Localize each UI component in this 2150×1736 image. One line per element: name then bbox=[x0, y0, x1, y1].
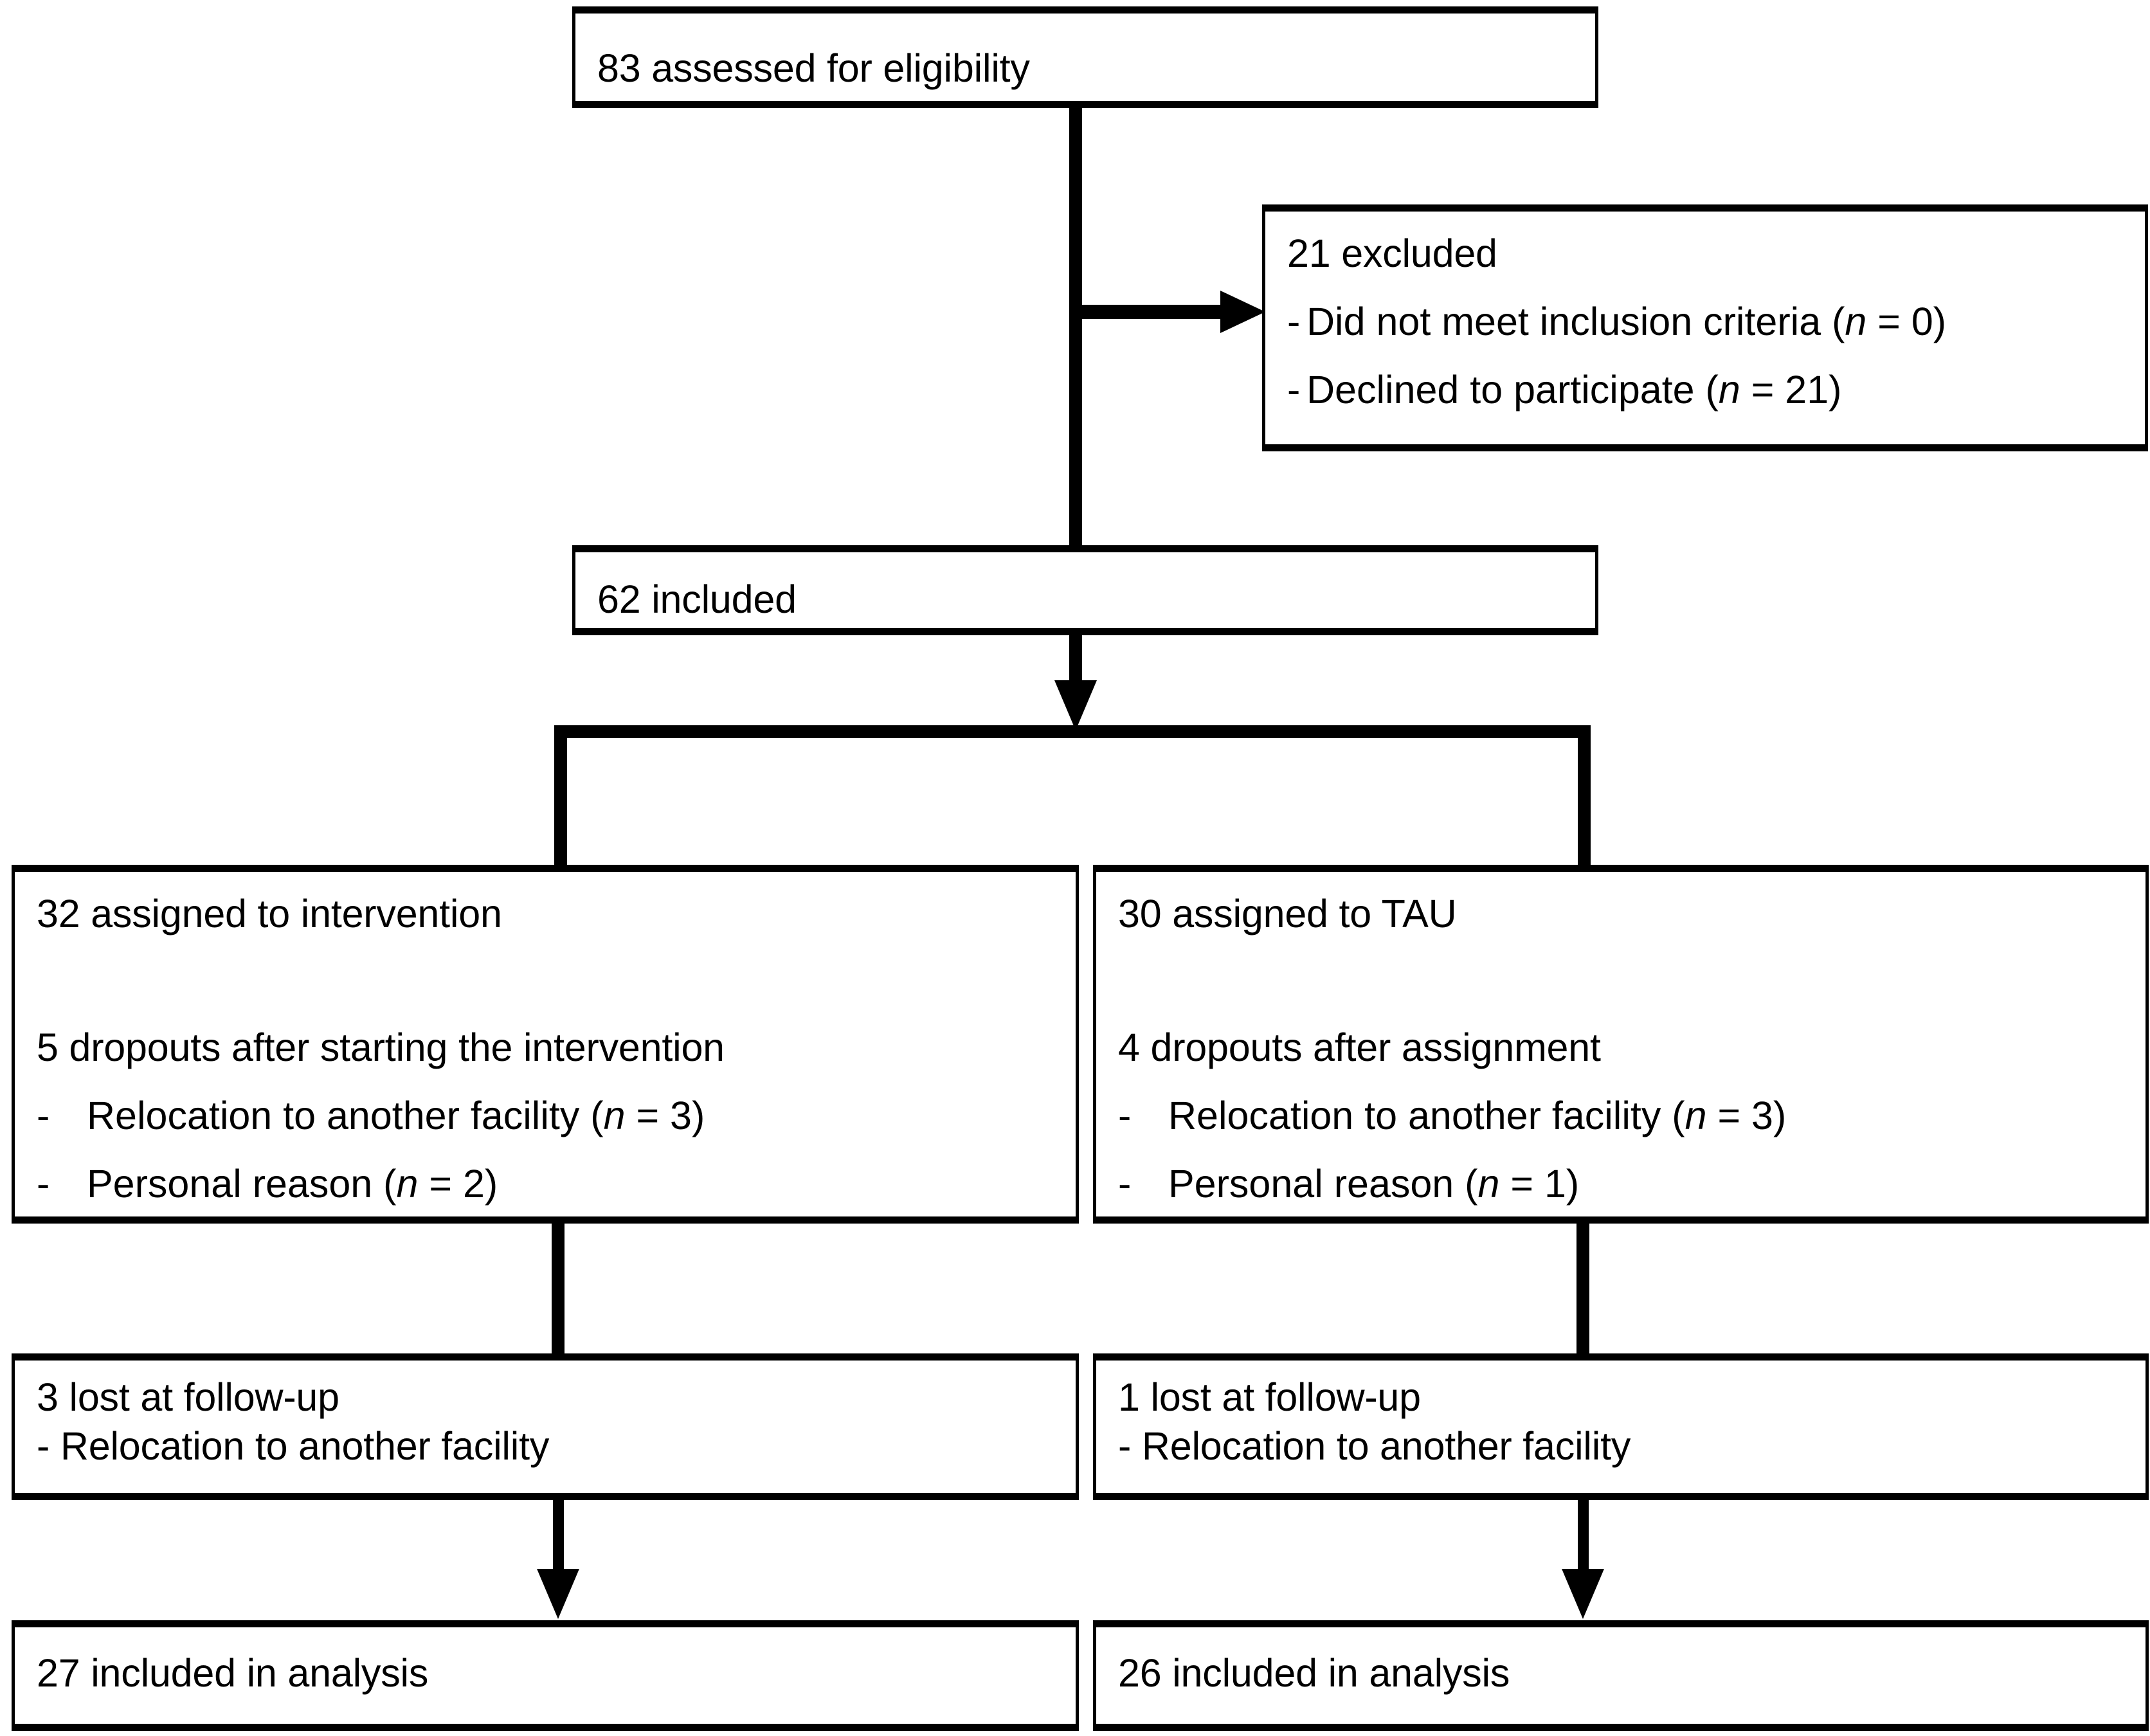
intervention-dropout-reason-row: - Relocation to another facility (n = 3) bbox=[37, 1096, 705, 1135]
connector-included-to-split bbox=[1069, 635, 1082, 688]
tau-dropout-reason-row: - Personal reason (n = 1) bbox=[1118, 1164, 1579, 1204]
arrowhead-to-analysis-right bbox=[1562, 1569, 1604, 1619]
allocation-split-bracket bbox=[554, 725, 1591, 867]
analysis-right-label: 26 included in analysis bbox=[1118, 1651, 1510, 1695]
arrowhead-to-split bbox=[1054, 680, 1097, 730]
analysis-left-label: 27 included in analysis bbox=[37, 1651, 429, 1695]
intervention-reason-text: Relocation to another facility ( bbox=[87, 1094, 604, 1137]
lost-left-reason: - Relocation to another facility bbox=[37, 1424, 550, 1468]
tau-reason-n: = 1) bbox=[1499, 1162, 1580, 1206]
bullet-dash: - bbox=[1118, 1162, 1132, 1206]
tau-dropouts-heading: 4 dropouts after assignment bbox=[1118, 1026, 1601, 1069]
excluded-reason-row: - Did not meet inclusion criteria (n = 0… bbox=[1287, 302, 1946, 341]
tau-heading: 30 assigned to TAU bbox=[1118, 892, 1457, 936]
node-included: 62 included bbox=[572, 545, 1598, 635]
excluded-heading: 21 excluded bbox=[1287, 231, 1497, 275]
connector-lost-left-to-analysis bbox=[553, 1500, 564, 1576]
node-assigned-tau: 30 assigned to TAU 4 dropouts after assi… bbox=[1093, 865, 2149, 1224]
node-assigned-intervention: 32 assigned to intervention 5 dropouts a… bbox=[12, 865, 1079, 1224]
node-lost-followup-intervention: 3 lost at follow-up - Relocation to anot… bbox=[12, 1353, 1079, 1500]
connector-tau-to-lost bbox=[1576, 1224, 1589, 1357]
assessed-label: 83 assessed for eligibility bbox=[597, 46, 1030, 90]
intervention-reason-n: = 2) bbox=[418, 1162, 498, 1206]
tau-reason-text: Personal reason ( bbox=[1168, 1162, 1478, 1206]
intervention-dropout-reason-row: - Personal reason (n = 2) bbox=[37, 1164, 498, 1204]
italic-n-symbol: n bbox=[396, 1162, 419, 1206]
italic-n-symbol: n bbox=[1685, 1094, 1707, 1137]
arrowhead-to-analysis-left bbox=[537, 1569, 579, 1619]
excluded-reason-n: = 0) bbox=[1866, 300, 1947, 343]
tau-reason-text: Relocation to another facility ( bbox=[1168, 1094, 1685, 1137]
bullet-dash: - bbox=[1287, 300, 1301, 343]
node-excluded: 21 excluded - Did not meet inclusion cri… bbox=[1262, 204, 2148, 451]
lost-right-reason: - Relocation to another facility bbox=[1118, 1424, 1631, 1468]
connector-intervention-to-lost bbox=[552, 1224, 565, 1357]
bullet-dash: - bbox=[37, 1162, 50, 1206]
tau-dropout-reason-row: - Relocation to another facility (n = 3) bbox=[1118, 1096, 1786, 1135]
excluded-reason-text: Declined to participate ( bbox=[1306, 368, 1719, 411]
connector-lost-right-to-analysis bbox=[1578, 1500, 1589, 1576]
excluded-reason-text: Did not meet inclusion criteria ( bbox=[1306, 300, 1845, 343]
bullet-dash: - bbox=[1118, 1094, 1132, 1137]
intervention-heading: 32 assigned to intervention bbox=[37, 892, 502, 936]
lost-right-heading: 1 lost at follow-up bbox=[1118, 1375, 1421, 1419]
intervention-dropouts-heading: 5 dropouts after starting the interventi… bbox=[37, 1026, 725, 1069]
lost-left-heading: 3 lost at follow-up bbox=[37, 1375, 339, 1419]
included-label: 62 included bbox=[597, 577, 797, 621]
italic-n-symbol: n bbox=[1845, 300, 1867, 343]
node-included-in-analysis-intervention: 27 included in analysis bbox=[12, 1620, 1079, 1731]
node-included-in-analysis-tau: 26 included in analysis bbox=[1093, 1620, 2149, 1731]
connector-excluded-stem bbox=[1079, 305, 1224, 319]
italic-n-symbol: n bbox=[603, 1094, 626, 1137]
intervention-reason-n: = 3) bbox=[625, 1094, 705, 1137]
bullet-dash: - bbox=[37, 1094, 50, 1137]
italic-n-symbol: n bbox=[1477, 1162, 1500, 1206]
node-assessed-for-eligibility: 83 assessed for eligibility bbox=[572, 6, 1598, 108]
arrowhead-to-excluded bbox=[1220, 291, 1265, 333]
bullet-dash: - bbox=[1287, 368, 1301, 411]
tau-reason-n: = 3) bbox=[1706, 1094, 1787, 1137]
node-lost-followup-tau: 1 lost at follow-up - Relocation to anot… bbox=[1093, 1353, 2149, 1500]
excluded-reason-n: = 21) bbox=[1740, 368, 1842, 411]
excluded-reason-row: - Declined to participate (n = 21) bbox=[1287, 370, 1841, 410]
intervention-reason-text: Personal reason ( bbox=[87, 1162, 397, 1206]
italic-n-symbol: n bbox=[1718, 368, 1740, 411]
connector-assessed-to-included bbox=[1069, 108, 1082, 547]
